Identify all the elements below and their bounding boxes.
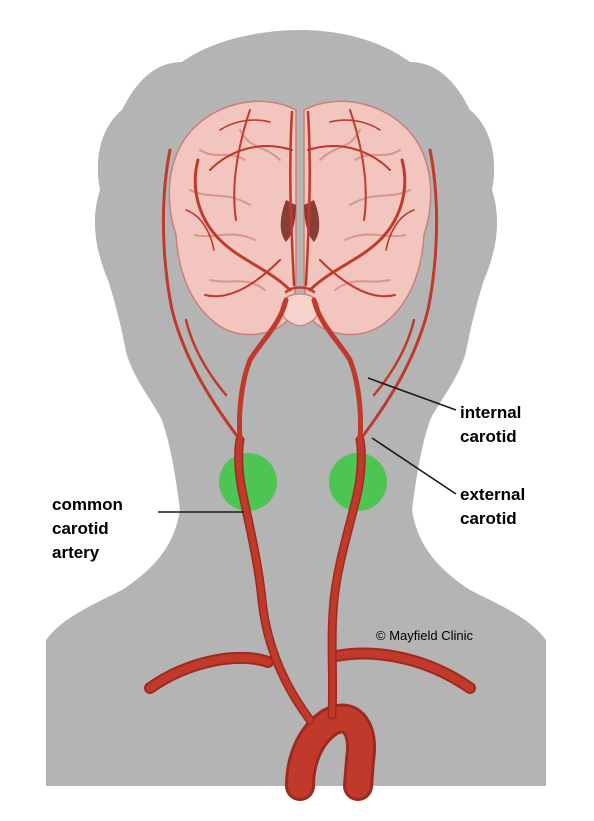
common-carotid-arteries (234, 435, 366, 725)
internal-carotid-label-line2: carotid (460, 427, 517, 446)
copyright-notice: © Mayfield Clinic (376, 628, 473, 643)
internal-carotid-label-line1: internal (460, 403, 521, 422)
cerebral-arteries (185, 109, 415, 298)
external-carotid-label-line2: carotid (460, 509, 517, 528)
aortic-arch (144, 647, 476, 801)
common-carotid-label-line1: common (52, 495, 123, 514)
external-carotid-label-line1: external (460, 485, 525, 504)
leader-lines (158, 377, 457, 513)
common-carotid-label-line2: carotid (52, 519, 109, 538)
brain-right-hemisphere (303, 100, 432, 336)
left-carotid-highlight (219, 453, 277, 511)
common-carotid-label-line3: artery (52, 543, 100, 562)
external-carotid-leader (371, 437, 457, 495)
internal-carotid-leader (367, 377, 457, 411)
brain-left-hemisphere (168, 100, 297, 336)
internal-carotid-arteries (237, 297, 363, 443)
external-scalp-branches (161, 148, 439, 442)
